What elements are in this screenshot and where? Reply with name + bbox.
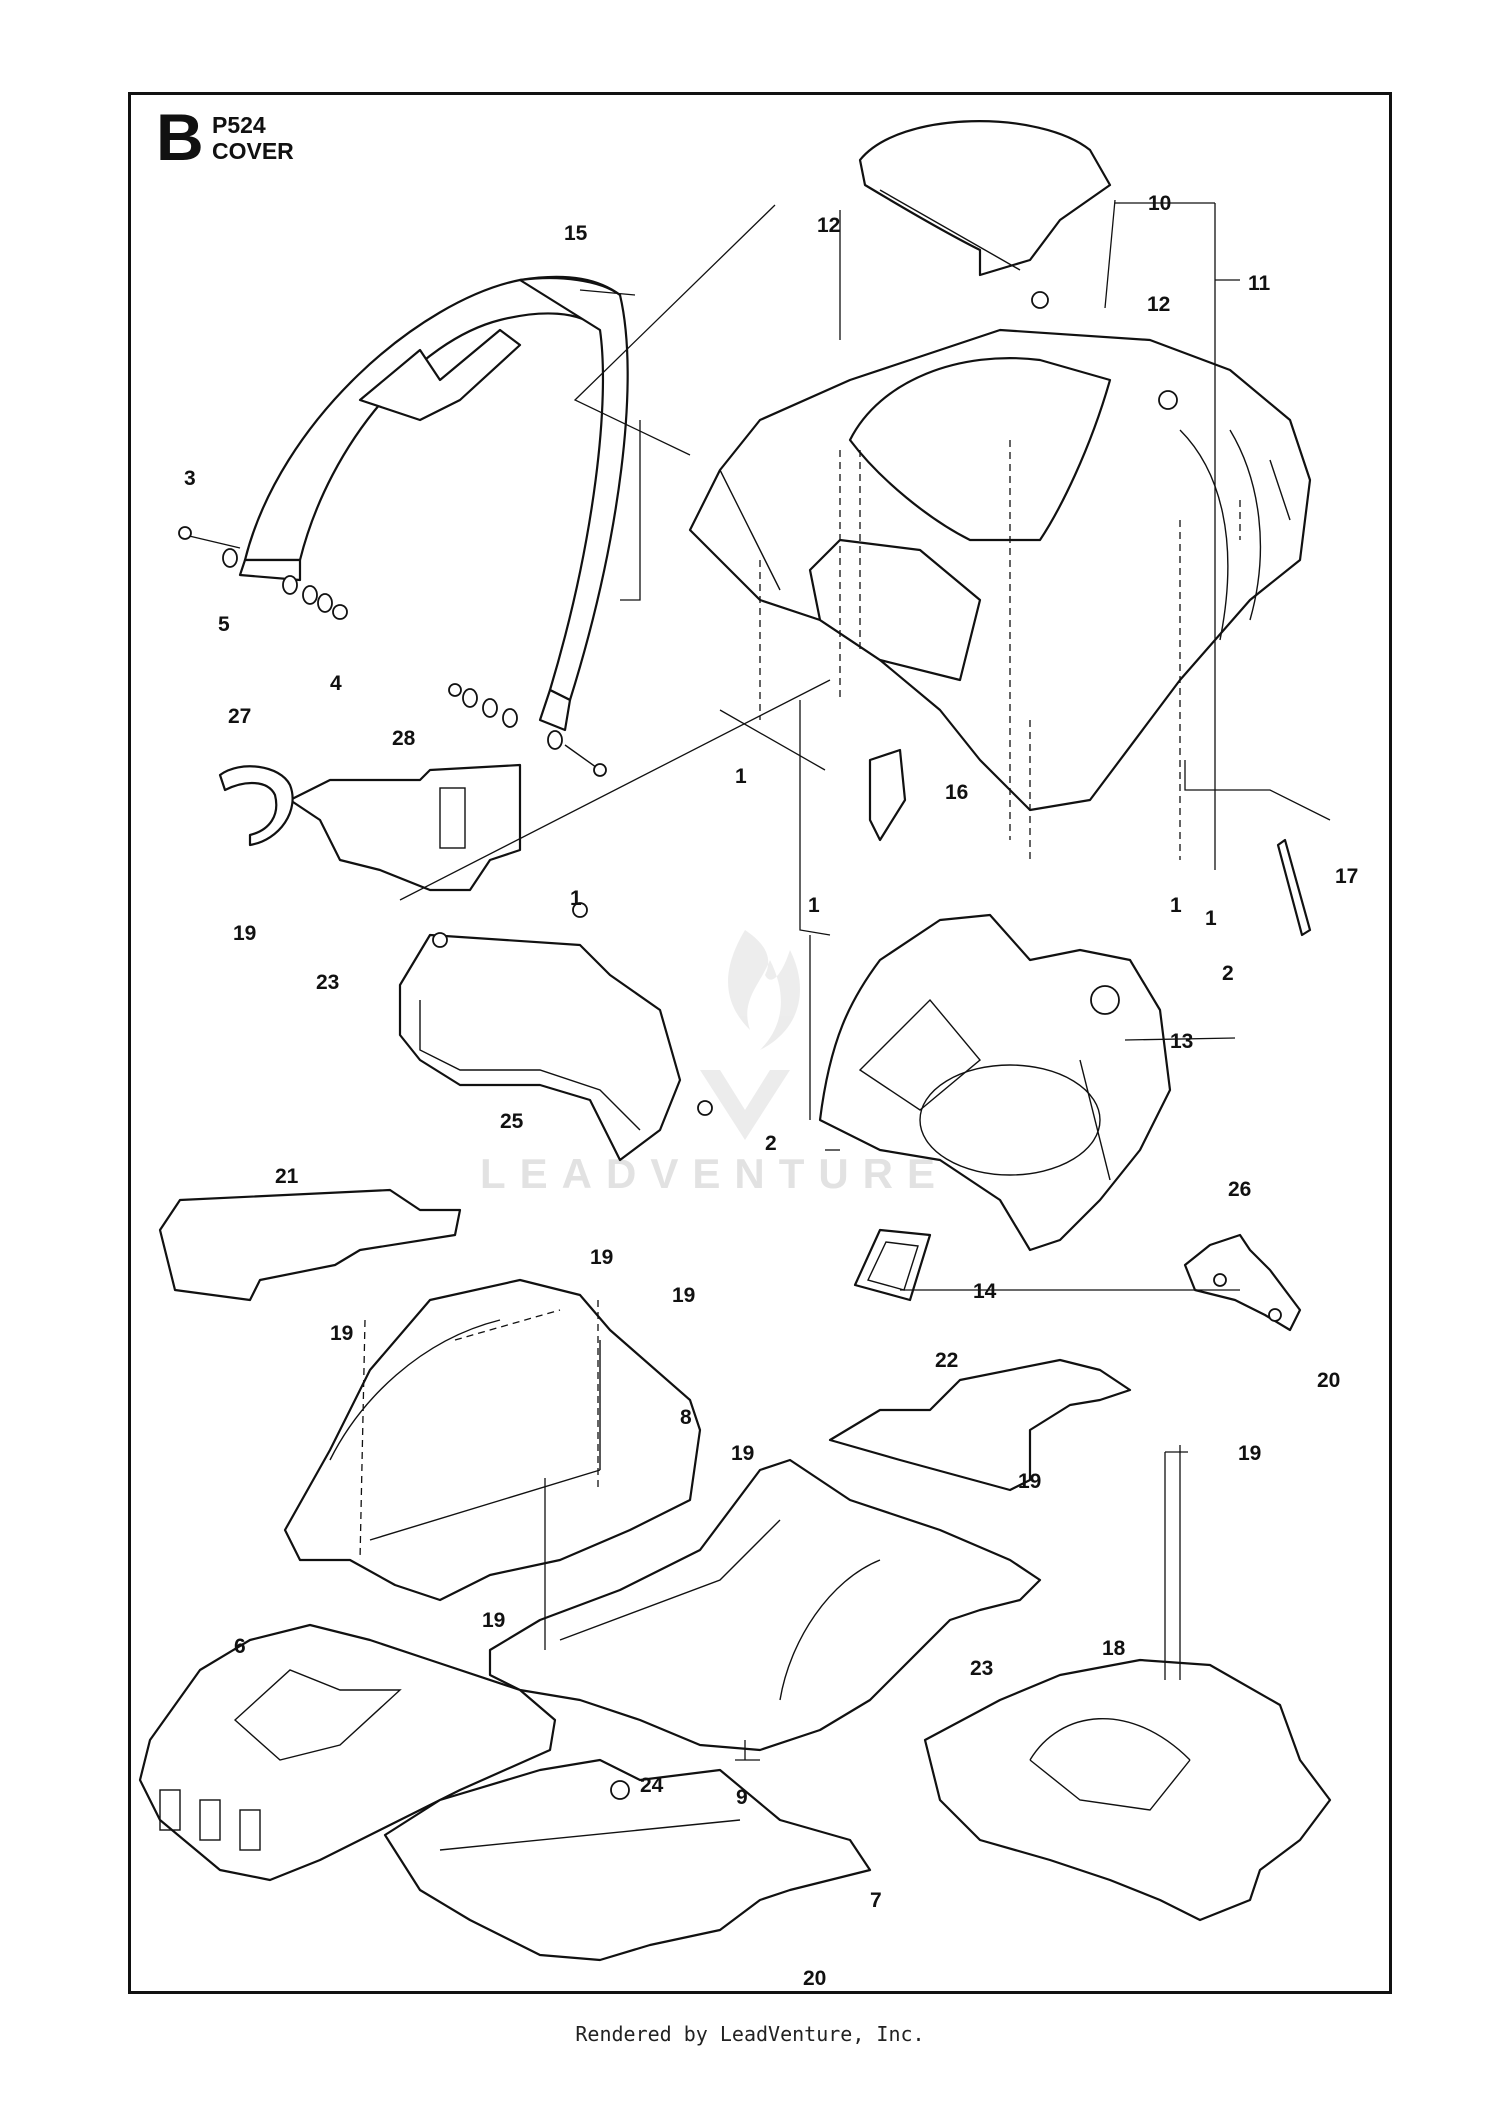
callout-18: 18 [1102, 1637, 1126, 1660]
part-16-bracket [868, 748, 907, 842]
callout-14: 14 [973, 1280, 997, 1303]
callout-23: 23 [316, 971, 339, 994]
part-13-inner-tray [818, 913, 1172, 1252]
callout-19: 19 [233, 922, 256, 945]
section-letter: B [156, 100, 204, 174]
callout-28: 28 [392, 727, 416, 750]
watermark-text: LEADVENTURE [480, 1150, 950, 1197]
diagram-frame [128, 92, 1392, 1994]
callout-12: 12 [817, 214, 840, 237]
callout-20: 20 [1317, 1369, 1340, 1392]
callout-19: 19 [1018, 1470, 1041, 1493]
part-25-rear-panel [398, 902, 713, 1162]
part-17-strap [1276, 838, 1312, 937]
callout-1: 1 [1205, 907, 1217, 930]
callout-25: 25 [500, 1110, 524, 1133]
part-3-4-5-hardware [178, 526, 607, 777]
section-name: COVER [212, 138, 294, 164]
part-22-mat [828, 1358, 1132, 1492]
callout-19: 19 [330, 1322, 353, 1345]
part-26-bracket [1183, 1233, 1302, 1332]
part-21-mat [158, 1188, 462, 1302]
callout-3: 3 [184, 467, 196, 490]
callout-9: 9 [736, 1786, 748, 1809]
callout-21: 21 [275, 1165, 299, 1188]
callout-1: 1 [570, 887, 582, 910]
part-8-left-fender [283, 1278, 702, 1602]
part-18-rear-floor [923, 1658, 1332, 1922]
part-10-seat-lid [858, 120, 1112, 277]
callout-1: 1 [1170, 894, 1182, 917]
callout-23: 23 [970, 1657, 993, 1680]
part-27-clip [218, 765, 294, 847]
callout-24: 24 [640, 1774, 664, 1797]
part-14-gasket [853, 1228, 932, 1302]
callout-7: 7 [870, 1889, 882, 1912]
callout-19: 19 [672, 1284, 695, 1307]
callout-6: 6 [234, 1635, 246, 1658]
part-6-front-hood [138, 1623, 557, 1882]
callout-16: 16 [945, 781, 968, 804]
callout-19: 19 [1238, 1442, 1261, 1465]
model-code: P524 [212, 112, 266, 138]
callout-19: 19 [731, 1442, 754, 1465]
callout-11: 11 [1248, 272, 1271, 295]
callout-15: 15 [564, 222, 588, 245]
callout-4: 4 [330, 672, 342, 695]
callout-26: 26 [1228, 1178, 1251, 1201]
callout-20: 20 [803, 1967, 826, 1990]
part-15-handle-bar [238, 275, 629, 732]
callout-13: 13 [1170, 1030, 1193, 1053]
callout-2: 2 [1222, 962, 1234, 985]
callout-2: 2 [765, 1132, 777, 1155]
watermark-logo [700, 930, 800, 1140]
callout-1: 1 [735, 765, 747, 788]
main-seat-cover [688, 291, 1312, 812]
callout-8: 8 [680, 1406, 692, 1429]
callout-labels: 1 1 1 1 1 2 2 3 4 5 6 7 8 9 10 11 12 12 … [184, 192, 1358, 1990]
callout-5: 5 [218, 613, 230, 636]
part-28-bracket [288, 763, 522, 892]
footer-credit: Rendered by LeadVenture, Inc. [575, 2022, 925, 2046]
part-7-floor-plate [383, 1758, 872, 1962]
callout-17: 17 [1335, 865, 1358, 888]
callout-19: 19 [590, 1246, 613, 1269]
callout-12: 12 [1147, 293, 1170, 316]
callout-22: 22 [935, 1349, 958, 1372]
callout-19: 19 [482, 1609, 505, 1632]
callout-10: 10 [1148, 192, 1171, 215]
leader-lines [359, 199, 1331, 1761]
part-9-right-fender [488, 1458, 1042, 1752]
callout-1: 1 [808, 894, 820, 917]
callout-27: 27 [228, 705, 251, 728]
